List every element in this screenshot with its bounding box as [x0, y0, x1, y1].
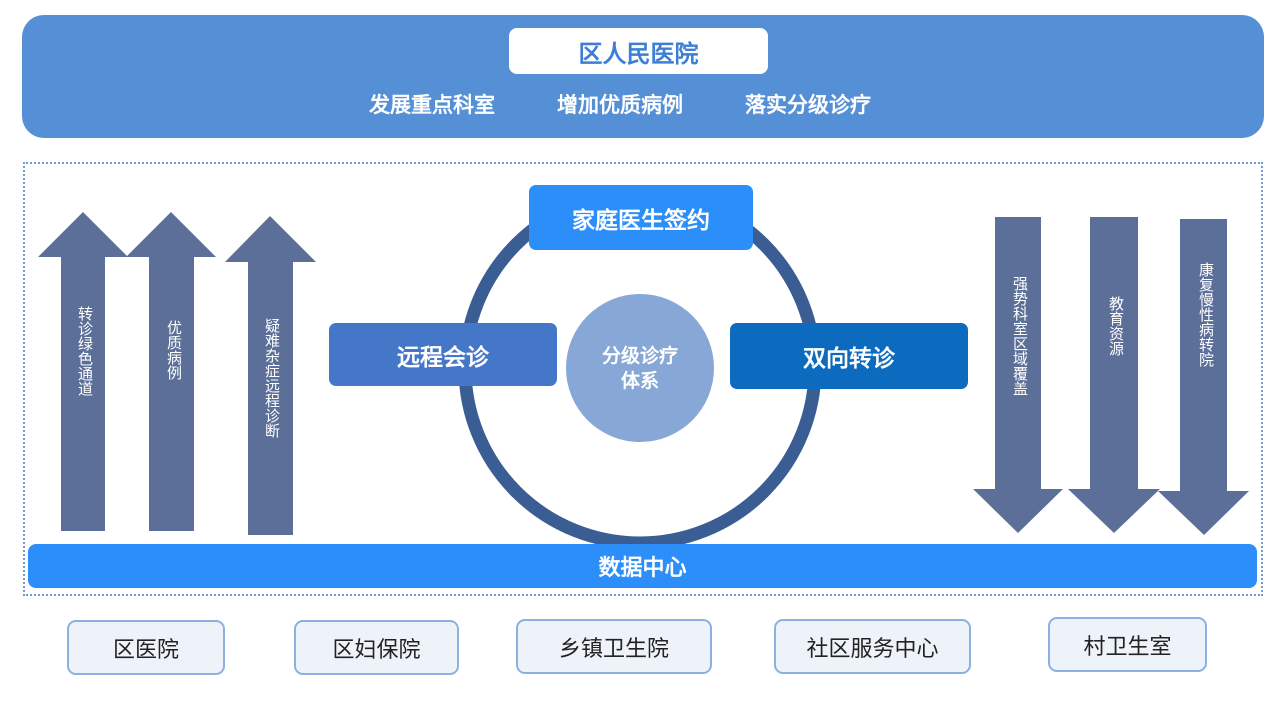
up-arrow-label-green-channel: 转诊绿色通道: [76, 306, 94, 396]
facility-township-health-center: 乡镇卫生院: [516, 619, 712, 674]
up-arrow-3: [225, 216, 316, 535]
up-arrow-label-remote-diagnosis: 疑难杂症远程诊断: [263, 318, 281, 438]
up-arrow-1: [38, 212, 128, 531]
node-two-way-referral: 双向转诊: [730, 323, 968, 389]
up-arrow-2: [126, 212, 216, 531]
goal-develop-key-departments: 发展重点科室: [369, 93, 495, 117]
down-arrow-label-education: 教育资源: [1107, 296, 1125, 356]
node-remote-consultation: 远程会诊: [329, 323, 557, 386]
hospital-title: 区人民医院: [509, 28, 768, 74]
facility-village-clinic: 村卫生室: [1048, 617, 1207, 672]
down-arrow-1: [973, 217, 1063, 533]
up-arrow-label-quality-cases: 优质病例: [165, 320, 183, 380]
system-frame: [23, 162, 1263, 596]
down-arrow-3: [1158, 219, 1249, 535]
center-system-label: 分级诊疗 体系: [566, 314, 714, 424]
center-line-1: 分级诊疗: [601, 345, 678, 367]
facility-community-service-center: 社区服务中心: [774, 619, 971, 674]
facility-district-hospital: 区医院: [67, 620, 225, 675]
center-line-2: 体系: [620, 370, 659, 392]
down-arrow-label-department-coverage: 强势科室区域覆盖: [1011, 276, 1029, 396]
center-circle: [566, 294, 714, 442]
down-arrow-2: [1068, 217, 1160, 533]
goal-increase-quality-cases: 增加优质病例: [557, 93, 683, 117]
goal-tiered-diagnosis: 落实分级诊疗: [745, 93, 871, 117]
down-arrow-label-rehab-transfer: 康复慢性病转院: [1197, 262, 1215, 367]
data-center-bar: 数据中心: [28, 544, 1257, 588]
facility-maternal-child-hospital: 区妇保院: [294, 620, 459, 675]
node-family-doctor: 家庭医生签约: [529, 185, 753, 250]
